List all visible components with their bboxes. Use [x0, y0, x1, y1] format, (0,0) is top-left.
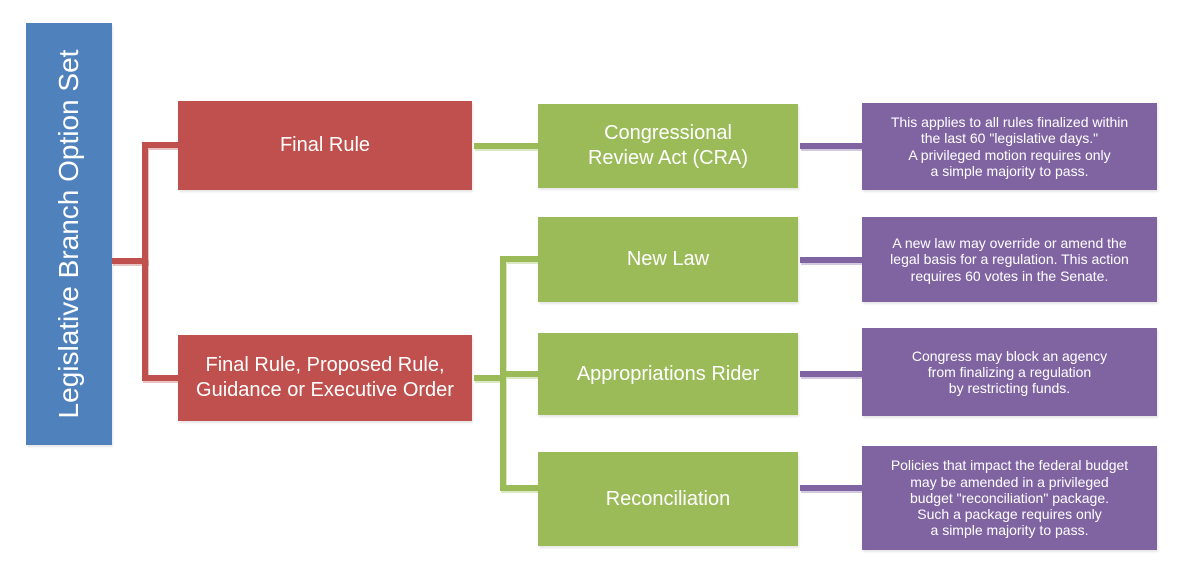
- connector-new-law-to-detail: [800, 257, 862, 263]
- action-node-cra: Congressional Review Act (CRA): [538, 104, 798, 188]
- detail-node-cra-text: This applies to all rules finalized with…: [890, 114, 1129, 179]
- action-node-appropriations-rider-label: Appropriations Rider: [576, 362, 760, 385]
- connector-final-rule-to-cra: [474, 143, 538, 149]
- detail-node-reconciliation: Policies that impact the federal budget …: [862, 446, 1157, 550]
- detail-node-reconciliation-text: Policies that impact the federal budget …: [890, 457, 1129, 539]
- connector-actions-trunk: [500, 256, 506, 491]
- detail-node-cra: This applies to all rules finalized with…: [862, 103, 1157, 190]
- connector-stub-new-law: [506, 256, 538, 262]
- detail-node-appropriations-rider: Congress may block an agency from finali…: [862, 328, 1157, 416]
- detail-node-new-law-text: A new law may override or amend the lega…: [890, 235, 1129, 284]
- root-node-legislative-branch: Legislative Branch Option Set: [26, 23, 112, 445]
- action-node-new-law: New Law: [538, 217, 798, 302]
- connector-combined-horizontal: [474, 375, 503, 381]
- connector-stub-combined-option: [148, 375, 178, 381]
- connector-stub-final-rule: [148, 142, 178, 148]
- action-node-reconciliation: Reconciliation: [538, 452, 798, 546]
- root-node-label: Legislative Branch Option Set: [53, 49, 84, 419]
- connector-reconciliation-to-detail: [800, 485, 862, 491]
- detail-node-appropriations-rider-text: Congress may block an agency from finali…: [911, 347, 1108, 397]
- connector-root-trunk: [142, 142, 148, 381]
- action-node-cra-label: Congressional Review Act (CRA): [587, 122, 749, 169]
- option-node-combined-label: Final Rule, Proposed Rule, Guidance or E…: [196, 354, 454, 401]
- connector-root-horizontal: [112, 258, 148, 264]
- option-node-final-rule: Final Rule: [178, 101, 472, 190]
- connector-cra-to-detail: [800, 143, 862, 149]
- connector-stub-reconciliation: [506, 485, 538, 491]
- connector-appropriations-to-detail: [800, 371, 862, 377]
- action-node-appropriations-rider: Appropriations Rider: [538, 333, 798, 415]
- action-node-new-law-label: New Law: [626, 248, 710, 270]
- option-node-final-rule-label: Final Rule: [279, 134, 371, 156]
- connector-stub-appropriations: [506, 371, 538, 377]
- action-node-reconciliation-label: Reconciliation: [605, 487, 731, 510]
- option-node-combined-rule-guidance-eo: Final Rule, Proposed Rule, Guidance or E…: [178, 335, 472, 421]
- detail-node-new-law: A new law may override or amend the lega…: [862, 217, 1157, 302]
